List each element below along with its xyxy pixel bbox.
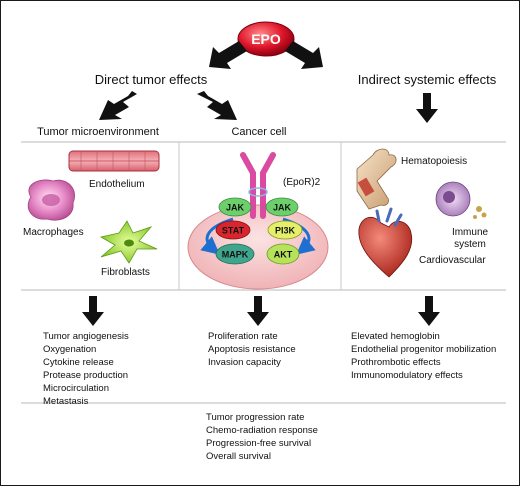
endothelium-vessel [68,150,160,172]
cancer-title: Cancer cell [231,126,286,138]
epo-node: EPO [237,21,295,57]
tme-effect-item: Microcirculation [43,383,109,394]
systemic-effect-item: Immunomodulatory effects [351,370,463,381]
receptor-label: (EpoR)2 [283,177,321,188]
pi3k-node: PI3K [267,220,303,240]
bone-illustration [356,148,397,210]
arrow-cancer-down [247,296,269,326]
arrow-tme-down [82,296,104,326]
epo-label: EPO [251,31,281,47]
epo-receptor [240,152,276,219]
tme-title: Tumor microenvironment [37,126,159,138]
hematopoiesis-label: Hematopoiesis [401,156,467,167]
jak-left-label: JAK [226,203,245,213]
immune-cell [435,181,487,219]
indirect-effects-label: Indirect systemic effects [358,72,497,87]
akt-label: AKT [274,250,293,260]
cancer-effect-item: Apoptosis resistance [208,344,296,355]
direct-effects-label: Direct tumor effects [95,72,208,87]
outcome-item: Chemo-radiation response [206,425,318,436]
stat-node: STAT [215,220,251,240]
arrow-indirect-down [416,93,438,123]
immune-label-line1: Immune [452,227,489,238]
jak-node-left: JAK [218,197,252,217]
systemic-effect-item: Prothrombotic effects [351,357,441,368]
macrophages-label: Macrophages [23,227,84,238]
cancer-effect-item: Invasion capacity [208,357,281,368]
pi3k-label: PI3K [275,226,296,236]
jak-node-right: JAK [265,197,299,217]
tme-effect-item: Protease production [43,370,128,381]
fibroblast-cell [99,220,158,264]
stat-label: STAT [222,226,245,236]
outcome-item: Overall survival [206,451,271,462]
immune-label-line2: system [454,239,486,250]
arrow-systemic-down [418,296,440,326]
outcome-item: Tumor progression rate [206,412,304,423]
fibroblasts-label: Fibroblasts [101,267,150,278]
endothelium-label: Endothelium [89,179,145,190]
arrow-direct-to-tme [99,91,137,120]
arrow-direct-to-cancer [197,91,237,120]
systemic-effect-item: Endothelial progenitor mobilization [351,344,496,355]
cardiovascular-label: Cardiovascular [419,255,486,266]
systemic-effect-item: Elevated hemoglobin [351,331,440,342]
akt-node: AKT [266,243,300,265]
outcome-item: Progression-free survival [206,438,311,449]
cancer-effect-item: Proliferation rate [208,331,278,342]
macrophage-cell [27,179,75,221]
arrow-epo-to-indirect [285,41,323,69]
mapk-label: MAPK [222,250,249,260]
tme-effect-item: Oxygenation [43,344,96,355]
tme-effect-item: Metastasis [43,396,89,407]
tme-effect-item: Cytokine release [43,357,114,368]
arrow-epo-to-direct [209,41,247,69]
jak-right-label: JAK [273,203,292,213]
mapk-node: MAPK [215,243,255,265]
tme-effect-item: Tumor angiogenesis [43,331,129,342]
heart-illustration [358,207,413,278]
